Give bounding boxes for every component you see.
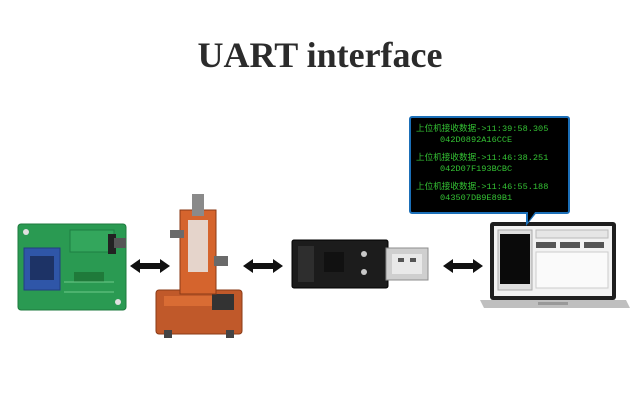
arduino-tester: [150, 190, 246, 340]
entry-header: 上位机接收数据->11:46:38.251: [416, 153, 549, 163]
bidirectional-arrow-icon: [130, 259, 170, 273]
rfid-module-board: [14, 222, 128, 314]
entry-header: 上位机接收数据->11:39:58.305: [416, 124, 549, 134]
page-title: UART interface: [197, 35, 443, 75]
test-fixture-icon: [155, 194, 243, 338]
entry-value: 042D07F193BCBC: [440, 164, 513, 174]
terminal-entry: 上位机接收数据->11:46:55.188 043507DB9E89B1: [416, 182, 548, 204]
entry-value: 042D0892A16CCE: [440, 135, 513, 145]
usb-adapter-icon: [291, 239, 429, 289]
bidirectional-arrow-icon: [243, 259, 283, 273]
usb-uart-adapter: [290, 236, 430, 292]
bidirectional-arrow-icon: [443, 259, 483, 273]
callout-tail-inner: [528, 205, 540, 222]
pcb-board-icon: [17, 223, 127, 311]
serial-terminal: 上位机接收数据->11:39:58.305 042D0892A16CCE 上位机…: [409, 116, 570, 214]
laptop: [480, 220, 630, 312]
entry-header: 上位机接收数据->11:46:55.188: [416, 182, 549, 192]
terminal-entry: 上位机接收数据->11:46:38.251 042D07F193BCBC: [416, 153, 548, 175]
terminal-entry: 上位机接收数据->11:39:58.305 042D0892A16CCE: [416, 124, 548, 146]
entry-value: 043507DB9E89B1: [440, 193, 513, 203]
laptop-icon: [480, 222, 630, 308]
